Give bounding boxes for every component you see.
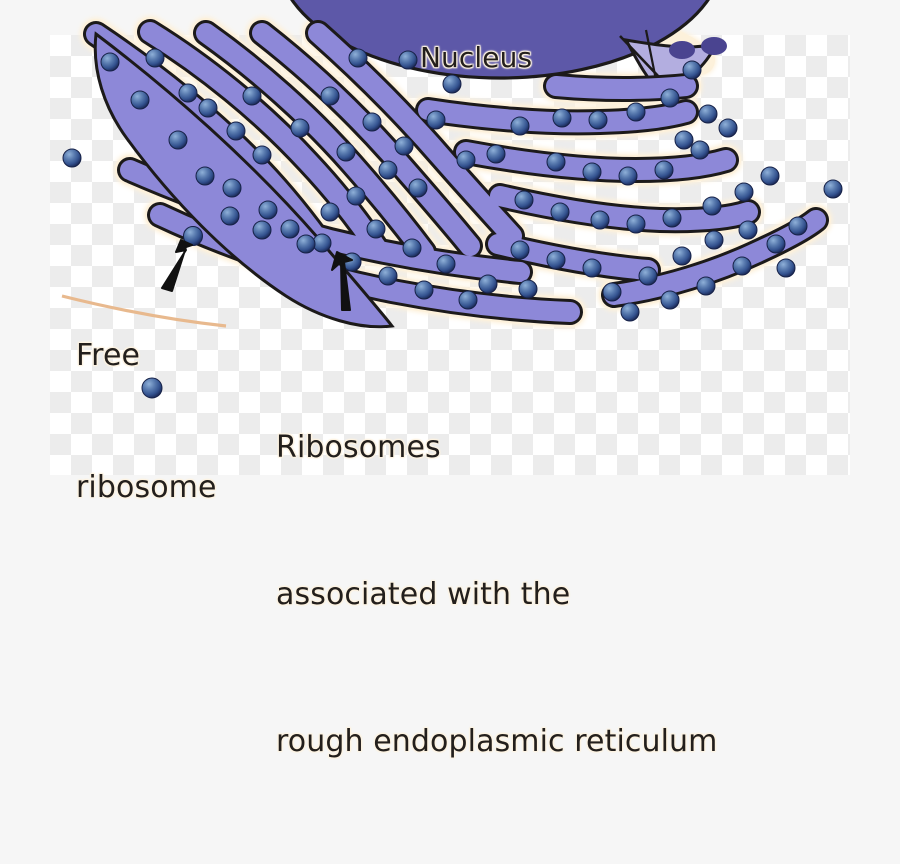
free-ribosome-label-line2: ribosome [76, 470, 217, 505]
nuclear-pore-spot [669, 41, 695, 59]
nucleus-label: Nucleus [420, 41, 533, 74]
free-ribosome-lower [141, 377, 163, 399]
rough-er-label-line1: Ribosomes [276, 430, 441, 465]
free-ribosome-arrow [161, 239, 193, 292]
nucleus-leader-line [644, 29, 658, 81]
er-sheet-lower-left [93, 31, 395, 329]
rough-er-label-line2: associated with the [276, 577, 571, 612]
nuclear-pore-spot [701, 37, 727, 55]
free-ribosome-label: Free ribosome [76, 246, 217, 598]
annotation-arrows [161, 239, 353, 311]
free-ribosome-label-line1: Free [76, 338, 141, 373]
cell-diagram-svg [61, 0, 843, 399]
ribosome-layer [100, 48, 808, 322]
rough-er-label: Ribosomes associated with the rough endo… [276, 325, 718, 864]
free-ribosome-left [62, 148, 82, 168]
free-ribosome-upper [183, 226, 203, 246]
free-ribosome-right [823, 179, 843, 199]
rough-er-label-line3: rough endoplasmic reticulum [276, 724, 718, 759]
figure-canvas: Nucleus Free ribosome Ribosomes associat… [50, 0, 850, 759]
er-arrow [331, 251, 353, 311]
free-ribosome-group [62, 148, 843, 399]
orange-squiggle [61, 294, 227, 328]
